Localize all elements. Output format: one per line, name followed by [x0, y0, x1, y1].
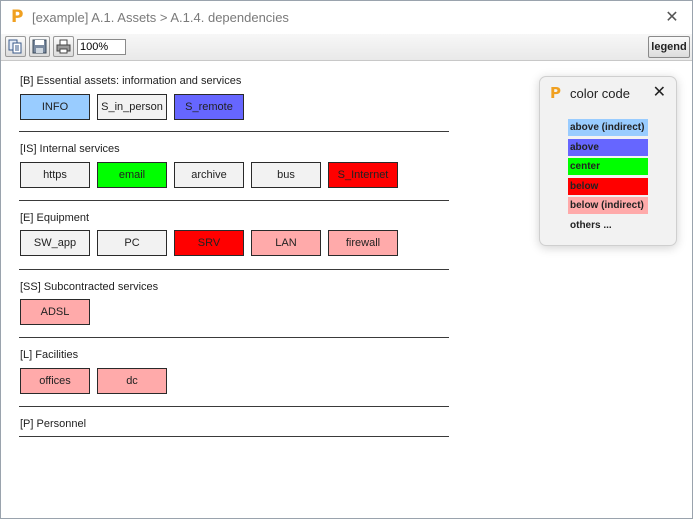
window-title: [example] A.1. Assets > A.1.4. dependenc… — [32, 10, 289, 25]
asset-box-archive[interactable]: archive — [174, 162, 244, 188]
print-button[interactable] — [53, 36, 74, 57]
color-code-popup: P color code ✕ above (indirect) above cent… — [539, 76, 677, 246]
asset-box-sw-app[interactable]: SW_app — [20, 230, 90, 256]
copy-button[interactable] — [5, 36, 26, 57]
section-title: [B] Essential assets: information and se… — [20, 75, 242, 87]
section-divider — [19, 406, 449, 407]
section-divider — [19, 337, 449, 338]
save-icon — [32, 39, 47, 54]
asset-box-pc[interactable]: PC — [97, 230, 167, 256]
section-divider — [19, 436, 449, 437]
legend-button[interactable]: legend — [648, 36, 690, 58]
asset-box-dc[interactable]: dc — [97, 368, 167, 394]
asset-box-lan[interactable]: LAN — [251, 230, 321, 256]
asset-box-s-internet[interactable]: S_Internet — [328, 162, 398, 188]
asset-box-adsl[interactable]: ADSL — [20, 299, 90, 325]
asset-box-firewall[interactable]: firewall — [328, 230, 398, 256]
section-title: [L] Facilities — [20, 349, 79, 361]
color-code-item: center — [568, 158, 648, 175]
title-bar: P [example] A.1. Assets > A.1.4. depende… — [1, 1, 692, 34]
color-code-item: others ... — [570, 219, 612, 231]
asset-box-s-in-person[interactable]: S_in_person — [97, 94, 167, 120]
asset-box-bus[interactable]: bus — [251, 162, 321, 188]
save-button[interactable] — [29, 36, 50, 57]
copy-icon — [8, 39, 22, 54]
section-divider — [19, 269, 449, 270]
color-code-item: above — [568, 138, 648, 156]
zoom-input[interactable]: 100% — [77, 39, 126, 55]
color-code-item: below — [568, 177, 648, 195]
toolbar: 100% legend — [1, 34, 692, 61]
asset-box-email[interactable]: email — [97, 162, 167, 188]
popup-title: color code — [570, 86, 630, 101]
p-logo-icon: P — [11, 7, 24, 27]
asset-box-info[interactable]: INFO — [20, 94, 90, 120]
section-divider — [19, 200, 449, 201]
section-title: [IS] Internal services — [20, 143, 120, 155]
color-code-item: above (indirect) — [568, 119, 648, 136]
asset-box-https[interactable]: https — [20, 162, 90, 188]
asset-box-s-remote[interactable]: S_remote — [174, 94, 244, 120]
asset-box-srv[interactable]: SRV — [174, 230, 244, 256]
p-logo-icon: P — [550, 84, 561, 102]
section-title: [P] Personnel — [20, 418, 87, 430]
close-icon[interactable]: ✕ — [652, 82, 666, 101]
asset-box-offices[interactable]: offices — [20, 368, 90, 394]
section-title: [SS] Subcontracted services — [20, 281, 159, 293]
section-divider — [19, 131, 449, 132]
section-title: [E] Equipment — [20, 212, 90, 224]
color-code-item: below (indirect) — [568, 197, 648, 214]
print-icon — [56, 39, 71, 54]
close-icon[interactable]: ✕ — [665, 7, 679, 26]
